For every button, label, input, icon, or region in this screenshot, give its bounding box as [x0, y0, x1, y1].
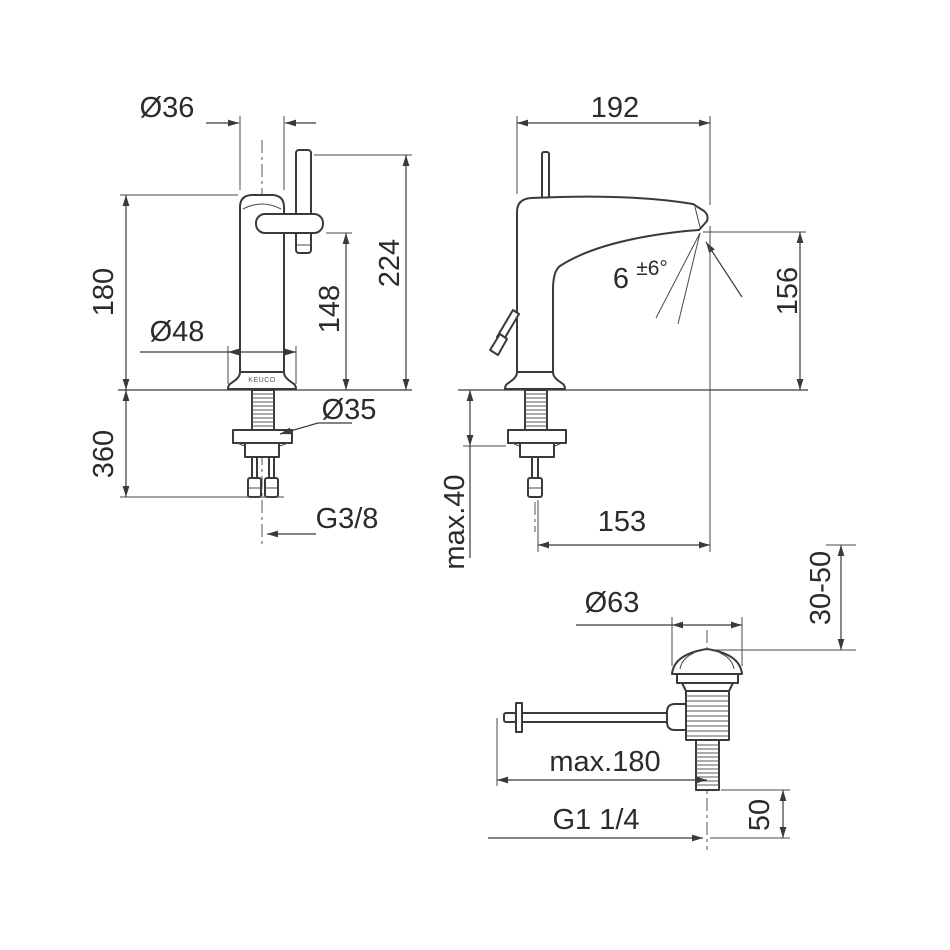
- brand-label: KEUCO: [248, 377, 275, 384]
- front-dome-seam: [242, 203, 282, 210]
- side-washer: [507, 429, 567, 444]
- side-hose-tube: [531, 456, 539, 479]
- dim-drain-rod-max: max.180: [549, 746, 660, 778]
- stream-angle-line-1: [655, 232, 701, 319]
- drain-tailpipe-threads: [696, 744, 719, 786]
- dim-drain-waste-thread: G1 1/4: [552, 804, 639, 836]
- dim-front-dia-base: Ø48: [150, 316, 205, 348]
- drain-dome-shading: [679, 652, 735, 670]
- front-base: [227, 371, 297, 390]
- dim-drain-adjust-range: 30-50: [805, 551, 837, 625]
- dim-front-body-height: 180: [88, 268, 120, 316]
- side-aerator-line: [694, 206, 701, 228]
- side-lever-knob: [489, 333, 508, 356]
- front-undercounter: [232, 389, 293, 498]
- dim-dia-shank-leader: [279, 422, 352, 435]
- front-body: [239, 194, 285, 373]
- dim-side-outlet-height: 156: [772, 267, 804, 315]
- front-lever: [255, 213, 324, 234]
- side-body-and-spout: [516, 195, 709, 373]
- side-view: 192 6 ±6° 156 max.40 153: [439, 92, 808, 570]
- stream-angle-line-2: [677, 232, 701, 325]
- rod-pin: [515, 702, 523, 733]
- dim-drain-tail-length: 50: [744, 799, 776, 831]
- side-faucet: [489, 151, 709, 390]
- front-washer: [232, 429, 293, 444]
- dim-side-deck-max: max.40: [439, 474, 471, 569]
- front-faucet: KEUCO: [227, 149, 324, 390]
- drain-flange: [676, 673, 739, 684]
- dim-front-dia-shank: Ø35: [322, 394, 377, 426]
- drain-body: [685, 690, 730, 741]
- side-dimensions: 192 6 ±6° 156 max.40 153: [439, 92, 806, 570]
- dim-front-dia-top: Ø36: [140, 92, 195, 124]
- drain-neck: [681, 682, 734, 692]
- dim-side-angle-tolerance: ±6°: [636, 257, 668, 280]
- drain-assembly: [503, 648, 743, 791]
- drain-view: Ø63 30-50 max.180 G1 1/4 50: [488, 544, 856, 850]
- rod-end-stub: [503, 712, 517, 723]
- drain-body-threads: [686, 695, 729, 737]
- side-mounting-nut: [519, 442, 555, 458]
- front-hose-tube-left: [251, 456, 258, 479]
- front-shank-threads: [252, 393, 274, 427]
- dim-front-spout-height: 148: [314, 285, 346, 333]
- dim-side-angle: 6: [613, 263, 629, 295]
- dim-angle-leader: [705, 241, 743, 298]
- dim-drain-dia-cap: Ø63: [585, 587, 640, 619]
- side-handle-stick: [541, 151, 550, 200]
- side-base: [504, 371, 566, 390]
- side-undercounter: [507, 389, 567, 498]
- dim-front-total-height: 224: [374, 239, 406, 287]
- rod-ball-joint-boss: [666, 703, 687, 731]
- drain-dimensions: Ø63 30-50 max.180 G1 1/4 50: [488, 544, 856, 842]
- front-dimensions: Ø36 180 Ø48 148 224 360 Ø35 G3/8: [88, 92, 412, 538]
- dim-side-reach: 192: [591, 92, 639, 124]
- dim-side-tip-offset: 153: [598, 506, 646, 538]
- front-view: KEUCO Ø36 180 Ø48 148 224 360: [88, 92, 412, 545]
- dim-front-supply-thread: G3/8: [316, 503, 379, 535]
- front-mounting-nut: [244, 442, 280, 458]
- dim-front-below-deck: 360: [88, 430, 120, 478]
- front-hose-tube-right: [268, 456, 275, 479]
- front-spout-blade: [295, 149, 312, 254]
- side-shank-threads: [525, 393, 547, 427]
